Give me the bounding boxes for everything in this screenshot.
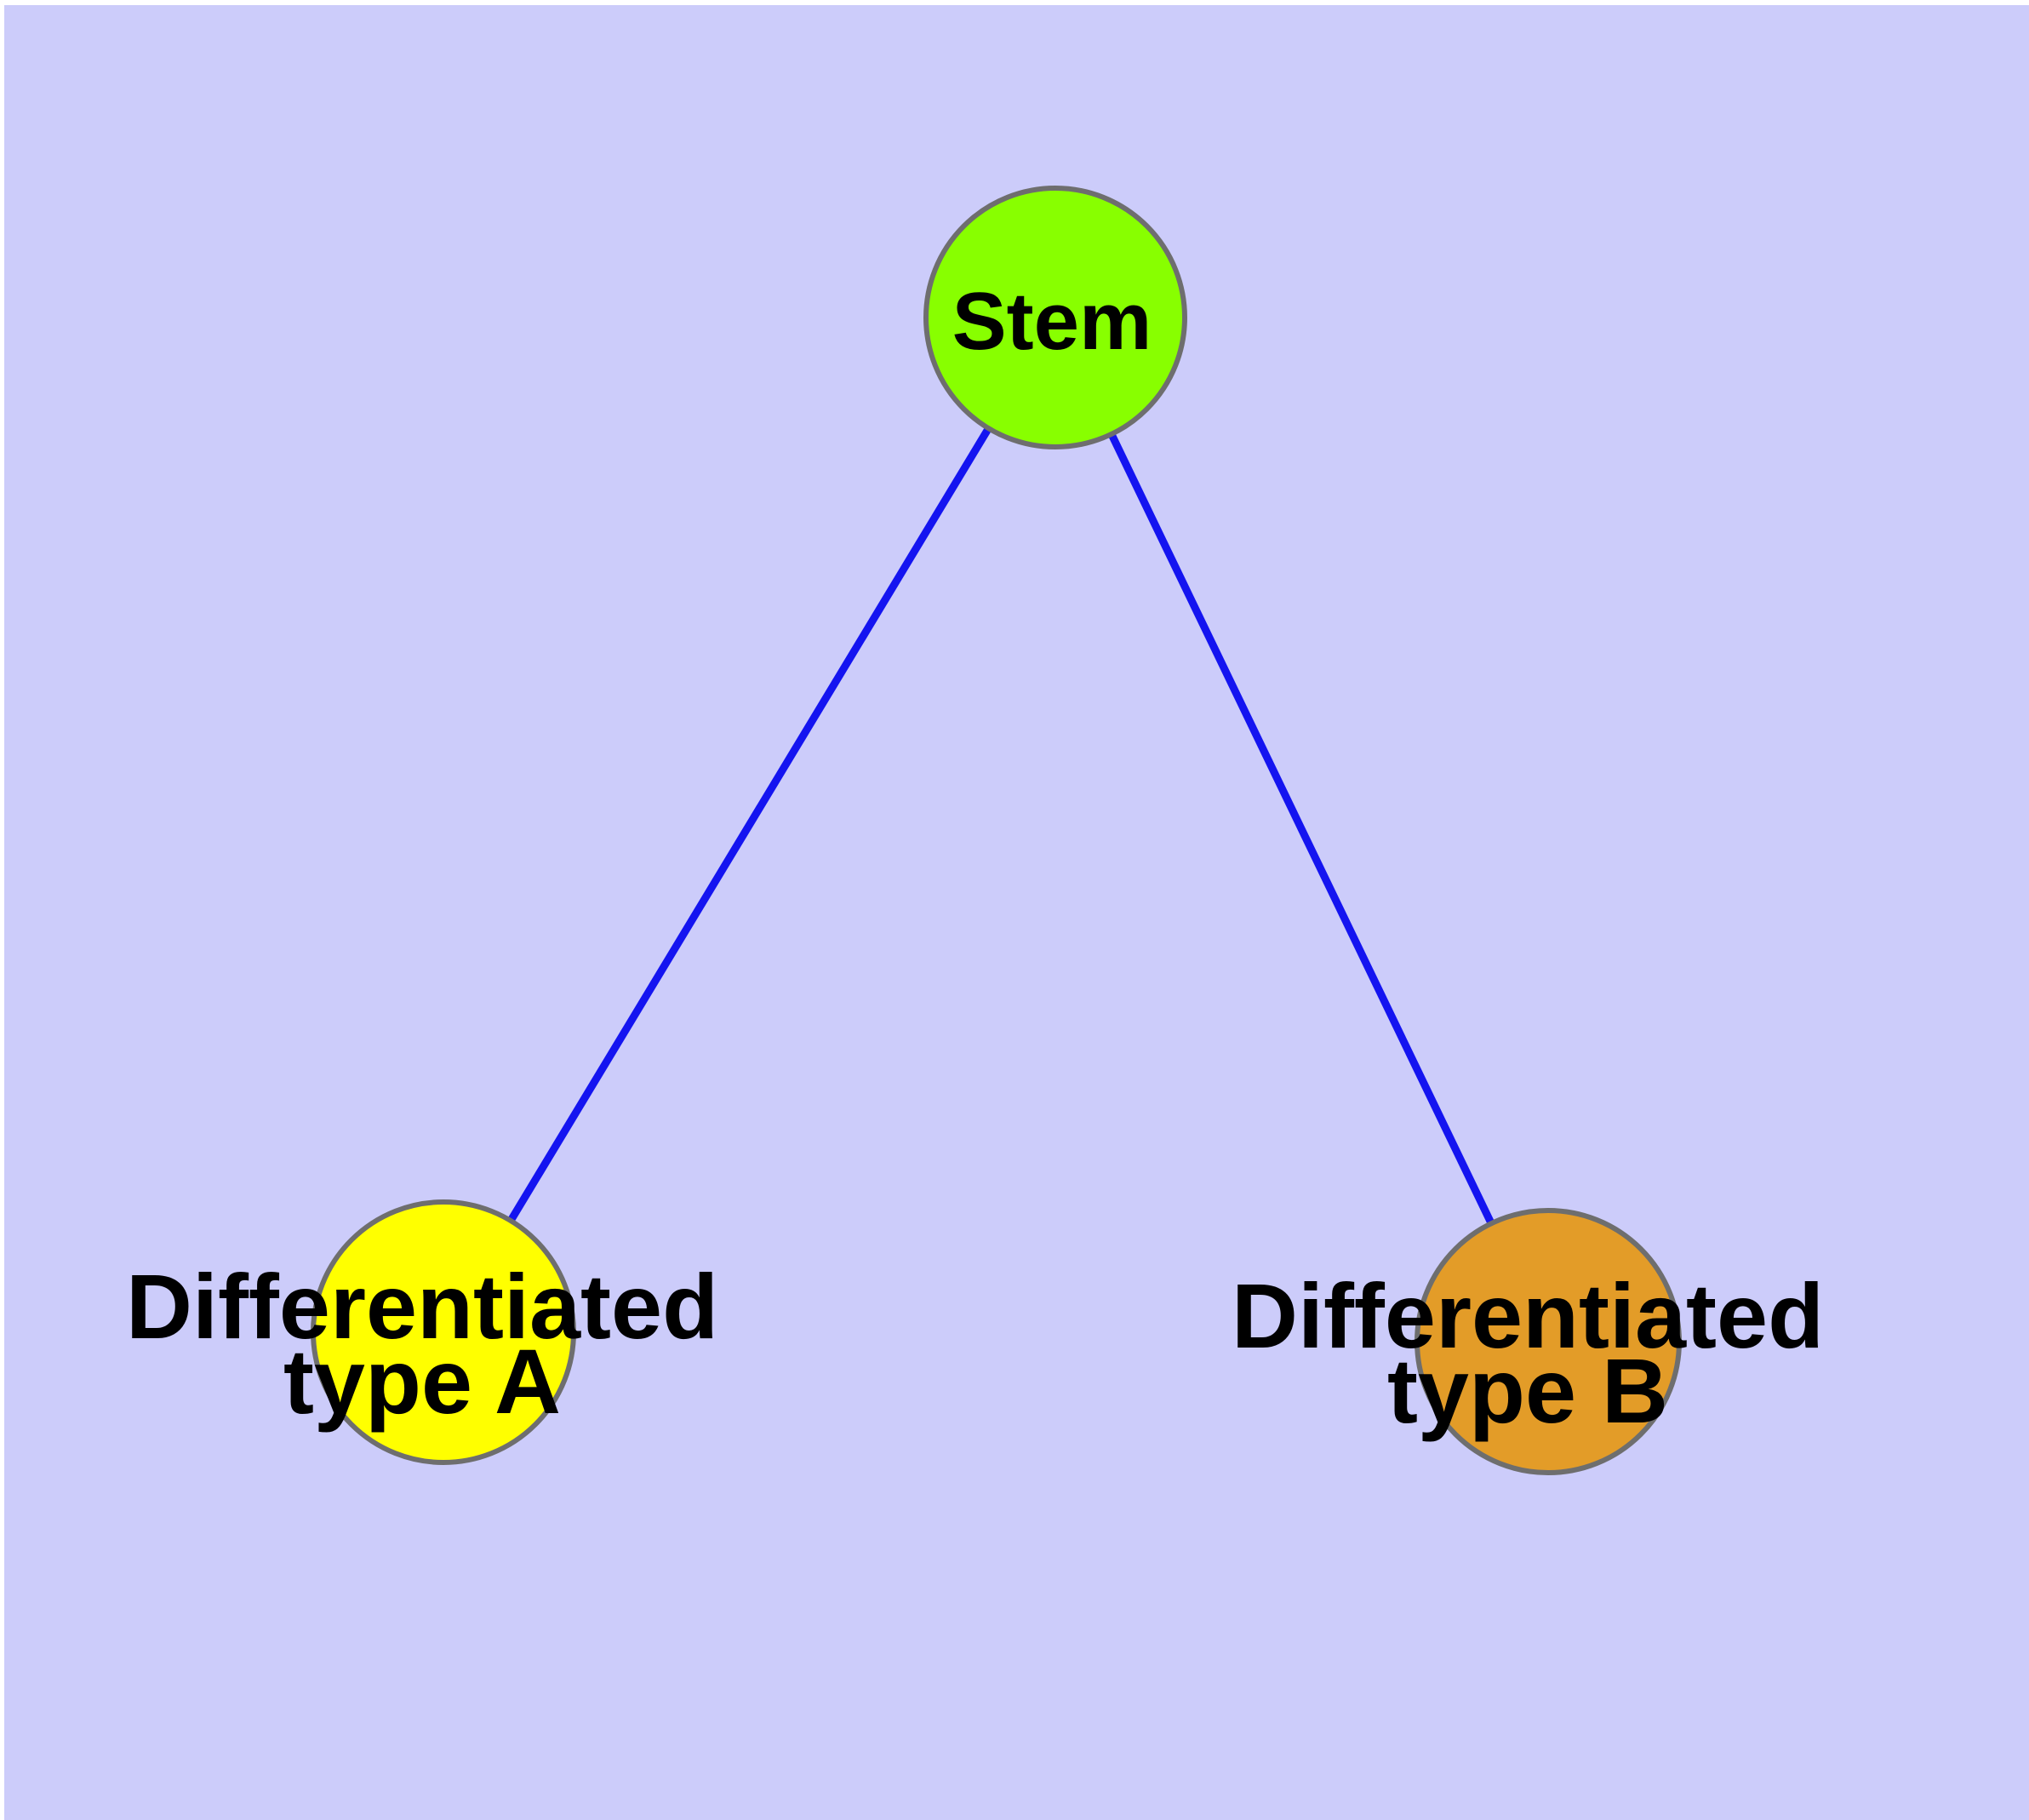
graph-node-label-stem: Stem [952,276,1152,367]
label-line: Differentiated [126,1255,718,1358]
edge-layer [440,315,1552,1343]
label-line: Stem [952,276,1152,367]
label-line: type A [283,1330,561,1433]
graph-node-stem[interactable] [923,186,1187,449]
graph-node-diff_b[interactable] [1415,1208,1682,1475]
graph-node-diff_a[interactable] [311,1199,576,1465]
graph-edge-stem-to-diff_a[interactable] [440,315,1059,1335]
node-layer [311,186,1682,1475]
graph-edge-stem-to-diff_b[interactable] [1051,316,1552,1343]
label-line: type B [1387,1339,1668,1442]
label-line: Differentiated [1232,1264,1824,1367]
